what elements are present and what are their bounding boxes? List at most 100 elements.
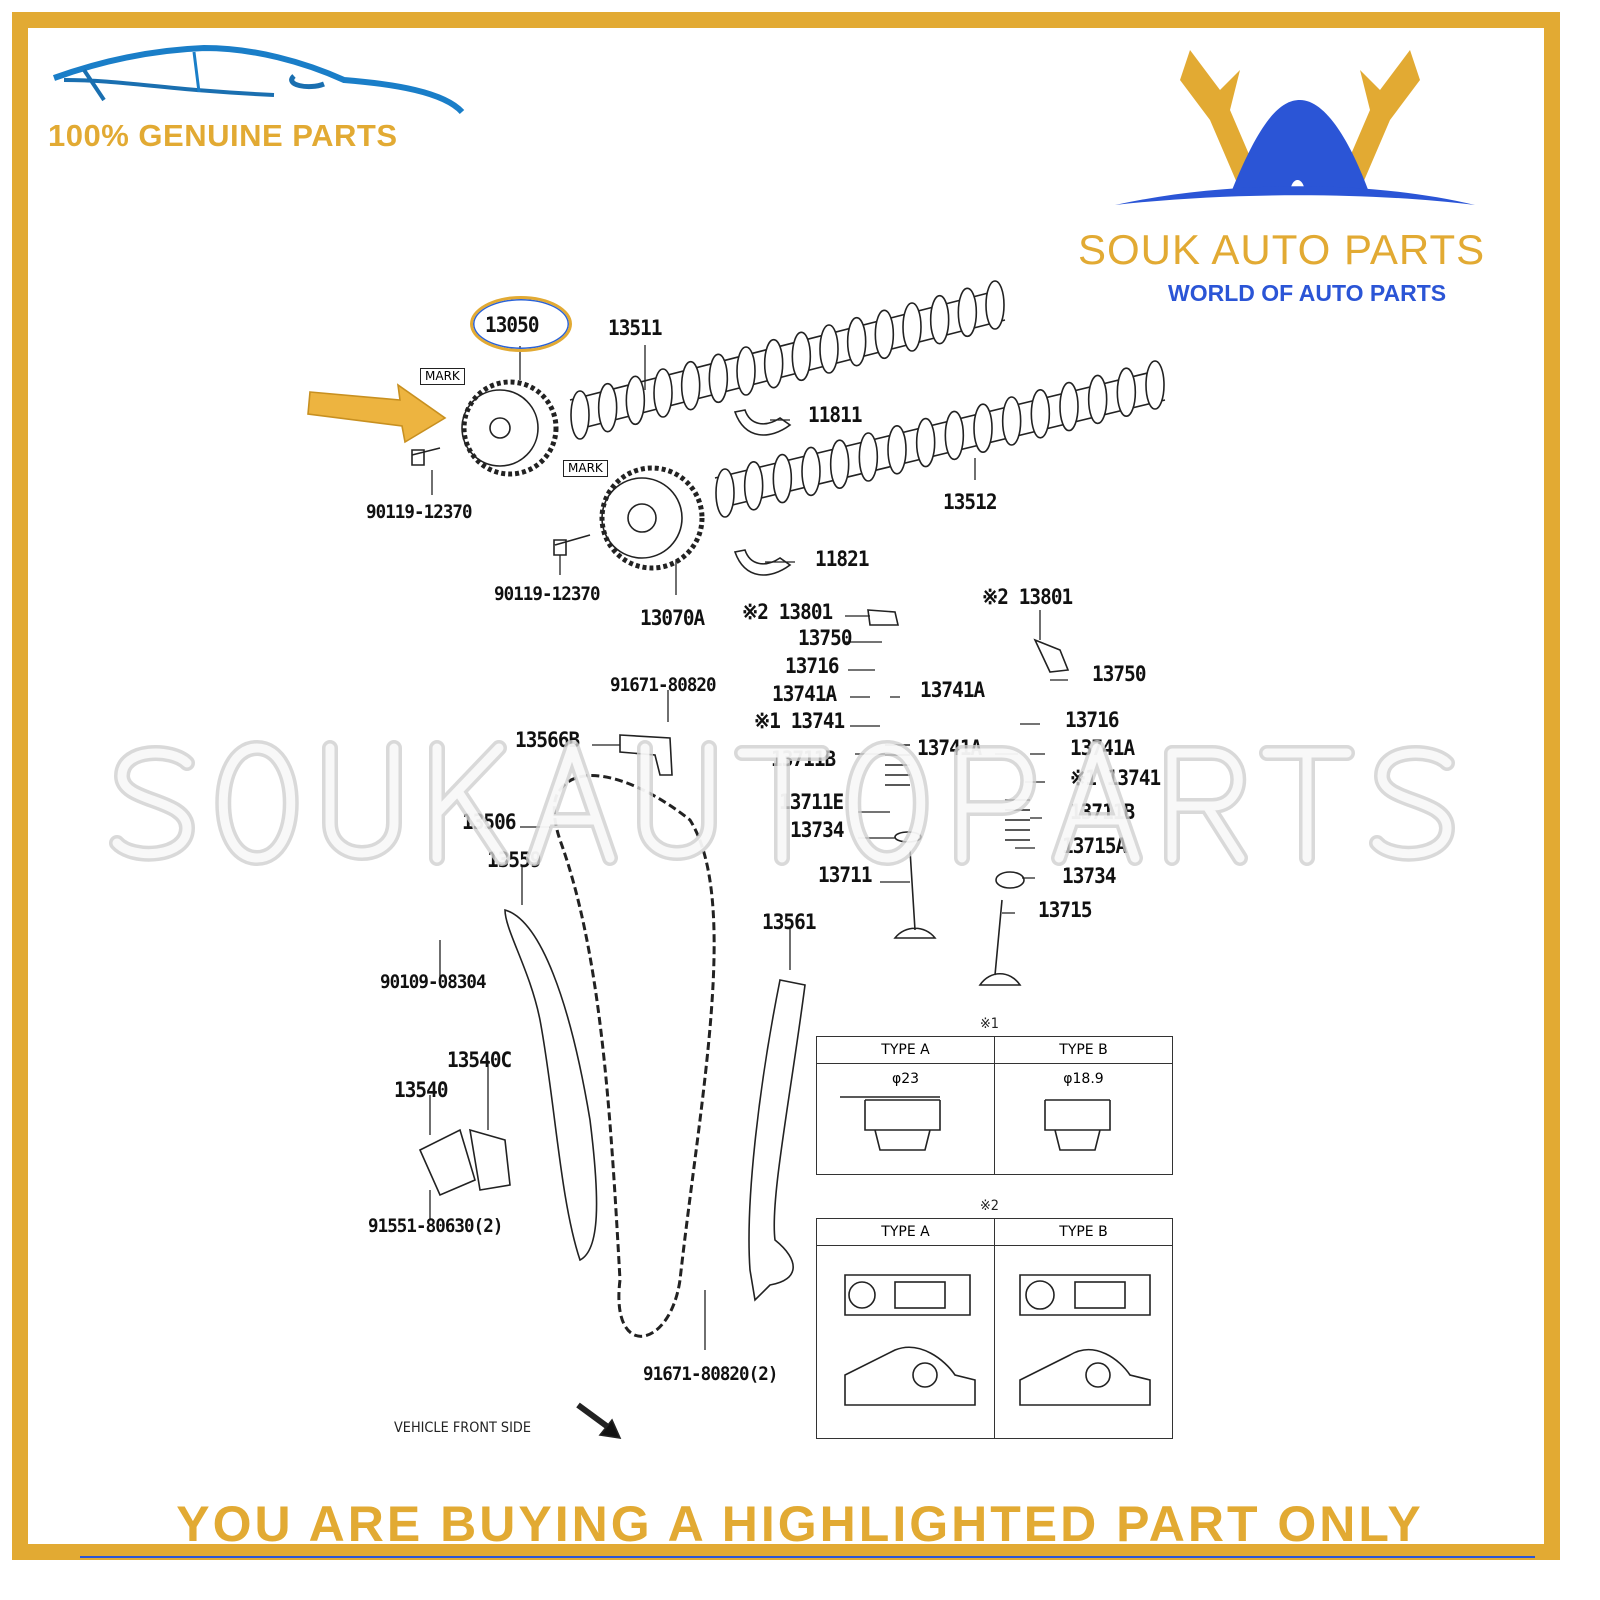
callout-label: 13741A	[1070, 736, 1135, 760]
cam-lobe	[736, 346, 756, 396]
sprocket-13070A	[599, 465, 705, 571]
highlighted-part-ellipse	[470, 296, 572, 352]
type-b-header: TYPE B	[994, 1036, 1173, 1064]
banner-underline	[80, 1556, 1535, 1558]
camshaft-13512	[714, 360, 1166, 518]
cam-lobe	[957, 287, 978, 338]
callout-label: 13559	[487, 848, 541, 872]
spring-13711B	[1005, 799, 1030, 841]
callout-label: 91671-80820	[610, 674, 717, 696]
rocker-arm-13801	[1033, 638, 1070, 673]
callout-label: 91671-80820(2)	[643, 1363, 778, 1385]
disclaimer-banner: YOU ARE BUYING A HIGHLIGHTED PART ONLY	[176, 1496, 1424, 1552]
intake-valve-13711	[893, 849, 937, 939]
callout-label: 13070A	[640, 606, 705, 630]
cam-lobe	[829, 439, 850, 490]
cam-lobe	[1116, 367, 1137, 418]
cam-lobe	[625, 375, 646, 426]
cam-lobe	[1087, 374, 1108, 425]
cam-lobe	[708, 353, 729, 404]
cam-lobe	[743, 460, 764, 511]
mark-tag: MARK	[563, 460, 608, 477]
cam-lobe	[1001, 396, 1022, 446]
type-a-header: TYPE A	[816, 1036, 995, 1064]
tensioner-13540	[418, 1128, 511, 1197]
spring-13711B	[885, 744, 910, 786]
callout-label: 13716	[785, 654, 839, 678]
type-a-header: TYPE A	[816, 1218, 995, 1246]
diameter-a: φ23	[891, 1071, 920, 1087]
damper-13566B	[619, 734, 673, 776]
brand-tagline: WORLD OF AUTO PARTS	[1168, 280, 1447, 306]
callout-label: 13711E	[779, 790, 844, 814]
cam-lobe	[973, 403, 993, 454]
exhaust-valve-13715	[978, 899, 1022, 986]
callout-label: 13711B	[1070, 800, 1135, 824]
cam-lobe	[653, 368, 673, 418]
callout-label: 90119-12370	[366, 501, 473, 523]
cam-lobe	[915, 417, 936, 468]
cam-lobe	[887, 424, 907, 475]
sprocket-13050	[461, 379, 559, 477]
callout-label: 13540	[394, 1078, 448, 1102]
cam-lobe	[1059, 381, 1079, 432]
brand-name: SOUK AUTO PARTS	[1078, 226, 1486, 273]
type-b-header: TYPE B	[994, 1218, 1173, 1246]
chain-guide-13561	[748, 979, 806, 1302]
callout-label: 91551-80630(2)	[368, 1215, 503, 1237]
callout-label: 13741A	[917, 736, 982, 760]
cam-lobe	[791, 331, 812, 382]
callout-label: 13506	[462, 810, 516, 834]
callout-label: 13566B	[515, 728, 580, 752]
callout-label: 13711	[818, 863, 872, 887]
cam-lobe	[819, 324, 839, 374]
cam-lobe	[985, 280, 1005, 330]
wrench-dome-logo-icon	[1115, 50, 1475, 205]
camshaft-13511	[569, 280, 1006, 440]
cam-lobe	[846, 316, 867, 367]
callout-label: 13750	[798, 626, 852, 650]
callout-label: ※1 13741	[1070, 766, 1161, 790]
cam-lobe	[801, 446, 821, 497]
cam-lobe	[858, 432, 879, 482]
pointer-arrow-icon	[307, 383, 447, 444]
callout-label: 13716	[1065, 708, 1119, 732]
callout-label: 11821	[815, 547, 869, 571]
bolt-icon	[553, 534, 591, 556]
cam-lobe	[1030, 388, 1051, 439]
car-logo-icon	[52, 44, 465, 115]
callout-label: 13741A	[772, 682, 837, 706]
cam-lobe	[1145, 360, 1165, 410]
chain-guide-13559	[504, 908, 598, 1262]
callout-label: 13734	[790, 818, 844, 842]
callout-label: 13711B	[771, 747, 836, 771]
callout-label: 13512	[943, 490, 997, 514]
callout-label: 13750	[1092, 662, 1146, 686]
callout-label: 13734	[1062, 864, 1116, 888]
cam-lobe	[929, 294, 950, 345]
diameter-b: φ18.9	[1063, 1071, 1104, 1087]
callout-label: 11811	[808, 403, 862, 427]
callout-label: 13741A	[920, 678, 985, 702]
cam-lobe	[944, 410, 965, 461]
cam-lobe	[772, 453, 793, 504]
cam-lobe	[902, 302, 922, 352]
cam-lobe	[763, 338, 784, 389]
cam-lobe	[715, 468, 735, 518]
cam-lobe	[680, 360, 701, 411]
bearing-11811	[733, 409, 792, 436]
highlighted-part-number: 13050	[485, 313, 539, 337]
callout-label: ※2 13801	[742, 600, 833, 624]
callout-label: 13511	[608, 316, 662, 340]
genuine-parts-text: 100% GENUINE PARTS	[48, 118, 398, 153]
table2-note: ※2	[980, 1198, 999, 1214]
callout-label: 90119-12370	[494, 583, 601, 605]
callout-label: 13540C	[447, 1048, 512, 1072]
cam-lobe	[874, 309, 895, 360]
cam-lobe	[597, 382, 618, 433]
callout-label: 13715A	[1062, 834, 1127, 858]
rocker-arm-13801	[867, 609, 900, 626]
